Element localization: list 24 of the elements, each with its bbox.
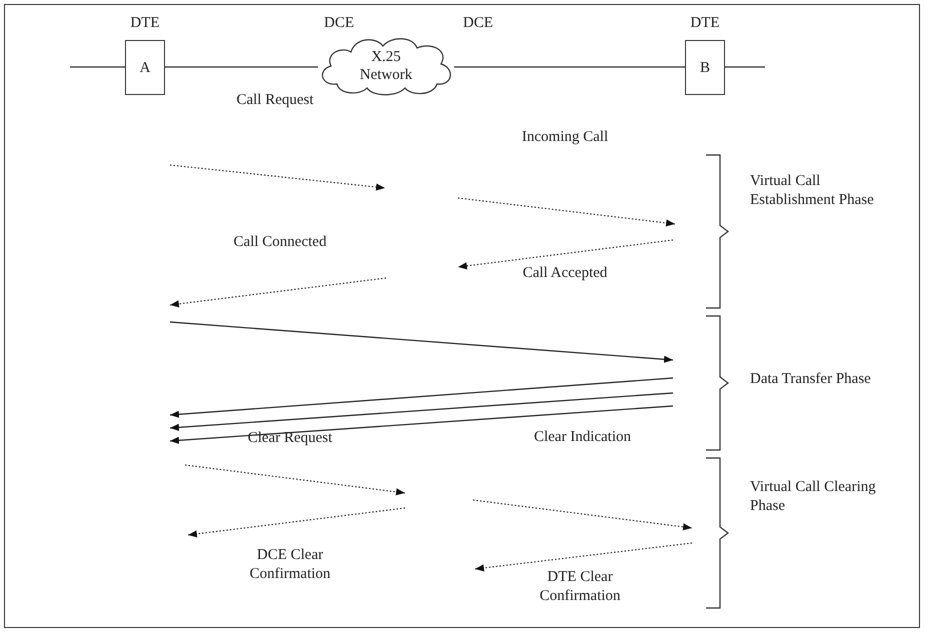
station-label: B	[700, 58, 710, 76]
interface-label: DCE	[323, 14, 355, 33]
link-line	[165, 66, 318, 68]
message-label: Call Accepted	[522, 264, 608, 283]
link-line	[454, 66, 685, 68]
station-label: A	[140, 58, 150, 76]
link-line	[725, 66, 765, 68]
interface-label: DTE	[129, 14, 161, 33]
message-label: DTE Clear Confirmation	[538, 568, 622, 606]
station-box	[685, 40, 725, 95]
message-label: Clear Indication	[532, 428, 632, 447]
phase-label: Data Transfer Phase	[750, 370, 872, 389]
interface-label: DCE	[462, 14, 494, 33]
interface-label: DTE	[689, 14, 721, 33]
phase-label: Virtual Call Establishment Phase	[750, 172, 875, 210]
message-label: Call Request	[235, 91, 315, 110]
message-label: Call Connected	[232, 233, 328, 252]
message-label: DCE Clear Confirmation	[248, 546, 332, 584]
station-box	[125, 40, 165, 95]
message-label: Clear Request	[246, 429, 334, 448]
message-label: Incoming Call	[520, 128, 610, 147]
phase-label: Virtual Call Clearing Phase	[750, 478, 877, 516]
link-line	[70, 66, 125, 68]
network-label: X.25 Network	[358, 48, 414, 84]
